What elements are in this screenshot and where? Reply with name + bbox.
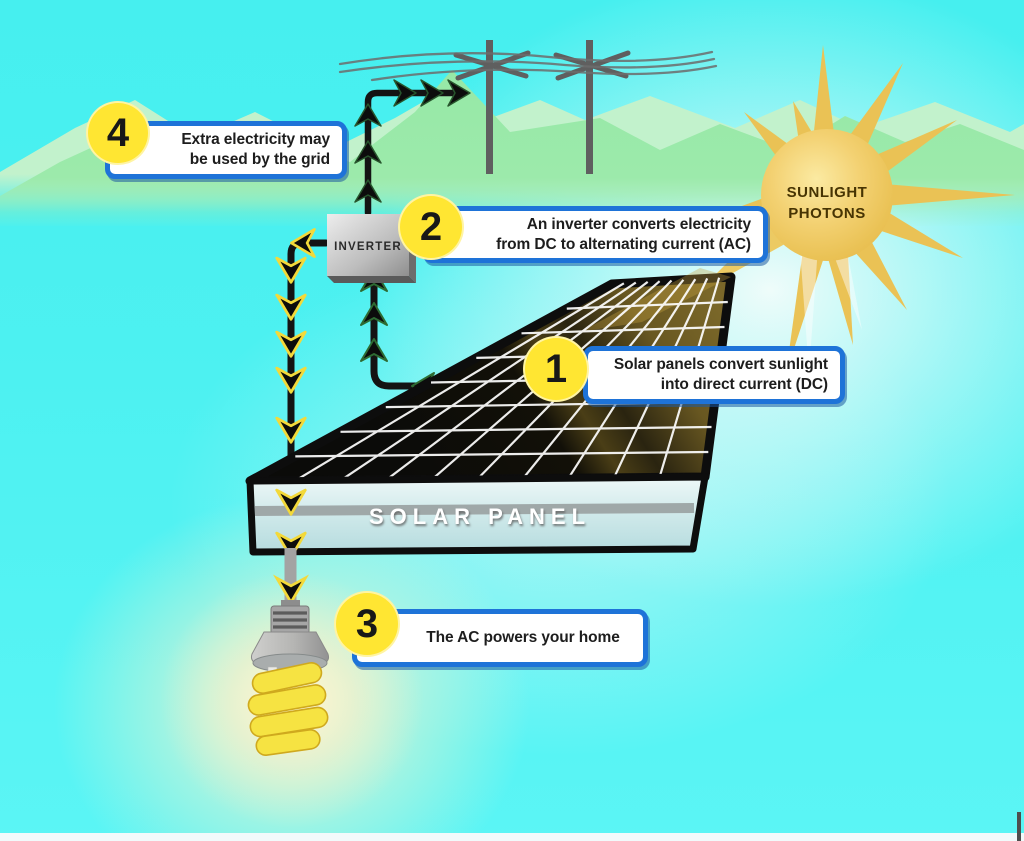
callout-2-box: An inverter converts electricity from DC…: [422, 206, 768, 263]
sun: SUNLIGHT PHOTONS: [697, 45, 1015, 373]
callout-2-line2: from DC to alternating current (AC): [496, 235, 751, 253]
socket-ridges: [273, 611, 307, 629]
sun-disc: [761, 129, 893, 261]
power-wires: [338, 50, 718, 82]
callout-3-line1: The AC powers your home: [426, 629, 620, 647]
right-edge-mark: [1017, 812, 1021, 841]
utility-pole-1: [486, 40, 493, 174]
cfl-spiral: [247, 662, 329, 756]
arrow-inverter-to-grid: [354, 79, 471, 217]
arrow-inverter-to-home: [275, 228, 330, 481]
sun-label-line2: PHOTONS: [788, 205, 865, 222]
utility-pole-2: [586, 40, 593, 174]
callout-1-number: 1: [523, 336, 589, 402]
inverter-label: INVERTER: [334, 241, 402, 253]
panel-side-face: [246, 473, 709, 556]
panel-label: SOLAR PANEL: [369, 504, 591, 529]
inverter-box: [327, 214, 409, 276]
solar-panel: SOLAR PANEL: [245, 268, 736, 556]
bottom-border-strip: [0, 833, 1024, 841]
callout-4-number: 4: [86, 101, 150, 165]
callout-2-number: 2: [398, 194, 464, 260]
callout-2-line1: An inverter converts electricity: [526, 215, 751, 233]
callout-1-box: Solar panels convert sunlight into direc…: [583, 346, 845, 404]
panel-side-stripe: [254, 503, 695, 516]
sun-label-line1: SUNLIGHT: [787, 184, 868, 201]
light-bulb: [247, 548, 329, 756]
callout-4-line1: Extra electricity may: [181, 131, 330, 149]
arrow-panel-to-inverter: [360, 268, 502, 400]
callout-1-line1: Solar panels convert sunlight: [613, 356, 828, 374]
callout-1-line2: into direct current (DC): [660, 376, 828, 393]
callout-3-number: 3: [334, 591, 400, 657]
sun-pale-rays: [800, 240, 862, 372]
callout-3-box: The AC powers your home: [352, 609, 648, 667]
power-grid: [338, 40, 718, 174]
callout-4-line2: be used by the grid: [189, 151, 330, 168]
